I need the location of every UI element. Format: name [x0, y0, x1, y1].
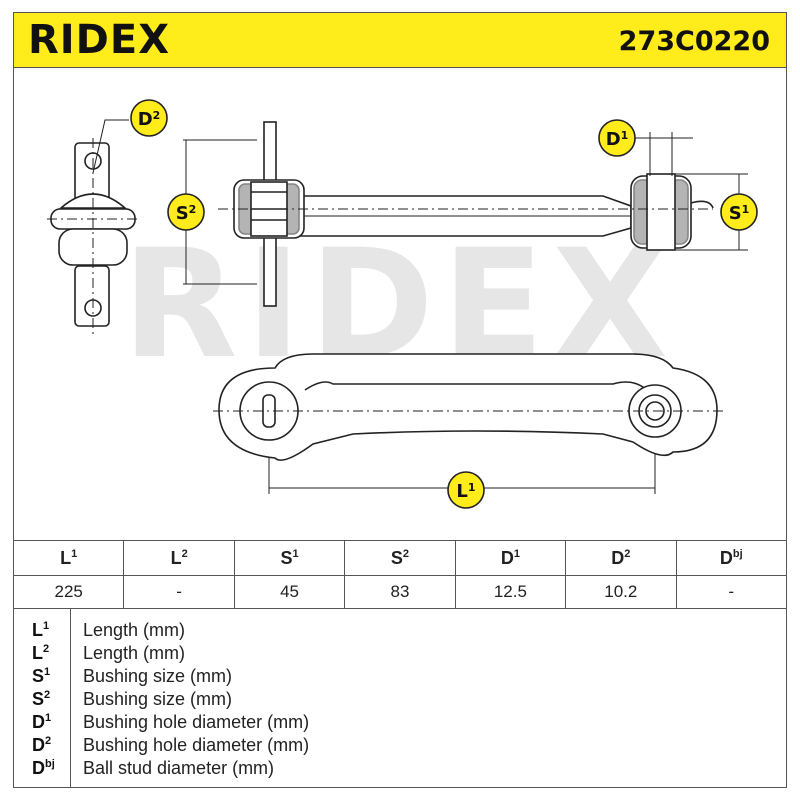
legend-row-l2: L2 Length (mm)	[14, 643, 786, 666]
front-view-arm	[218, 121, 714, 307]
spec-value-d1: 12.5	[454, 575, 567, 609]
legend-description: Bushing hole diameter (mm)	[83, 735, 310, 755]
svg-text:S2: S2	[176, 203, 197, 224]
spec-header-dbj: Dbj	[675, 540, 788, 576]
spec-table-value-row: 225 - 45 83 12.5 10.2 -	[12, 575, 788, 609]
spec-header-s2: S2	[344, 540, 456, 576]
legend-row-dbj: Dbj Ball stud diameter (mm)	[14, 758, 786, 781]
svg-text:L1: L1	[456, 481, 475, 502]
spec-value-s1: 45	[233, 575, 346, 609]
legend-row-l1: L1 Length (mm)	[14, 620, 786, 643]
callout-d1: D1	[598, 119, 636, 157]
legend-description: Bushing size (mm)	[83, 689, 233, 709]
spec-value-l2: -	[123, 575, 235, 609]
legend-symbol: L2	[32, 643, 50, 663]
spec-value-l1: 225	[12, 575, 125, 609]
spec-table-header-row: L1 L2 S1 S2 D1 D2 Dbj	[12, 540, 788, 576]
legend-symbol: L1	[32, 620, 50, 640]
legend-divider	[70, 609, 71, 787]
callout-l1: L1	[447, 471, 485, 509]
legend-row-s2: S2 Bushing size (mm)	[14, 689, 786, 712]
spec-value-d2: 10.2	[565, 575, 677, 609]
spec-value-dbj: -	[675, 575, 788, 609]
spec-header-s1: S1	[233, 540, 346, 576]
callout-s1: S1	[720, 193, 758, 231]
spec-header-l1: L1	[12, 540, 125, 576]
technical-drawing: RIDEX	[47, 99, 758, 509]
brand-logo: RIDEX	[28, 17, 171, 63]
svg-text:D1: D1	[606, 129, 629, 150]
legend-row-d2: D2 Bushing hole diameter (mm)	[14, 735, 786, 758]
spec-header-l2: L2	[123, 540, 235, 576]
legend-symbol: S2	[32, 689, 51, 709]
callout-d2: D2	[130, 99, 168, 137]
legend-panel: L1 Length (mm) L2 Length (mm) S1 Bushing…	[13, 608, 787, 788]
spec-header-d2: D2	[565, 540, 677, 576]
legend-description: Bushing size (mm)	[83, 666, 233, 686]
legend-row-d1: D1 Bushing hole diameter (mm)	[14, 712, 786, 735]
legend-description: Length (mm)	[83, 643, 186, 663]
spec-header-d1: D1	[454, 540, 567, 576]
legend-row-s1: S1 Bushing size (mm)	[14, 666, 786, 689]
header-bar: RIDEX 273C0220	[13, 12, 787, 68]
top-view-arm	[213, 353, 725, 461]
spec-value-s2: 83	[344, 575, 456, 609]
legend-symbol: D2	[32, 735, 52, 755]
legend-description: Length (mm)	[83, 620, 186, 640]
part-number: 273C0220	[618, 26, 770, 57]
legend-symbol: D1	[32, 712, 52, 732]
svg-text:D2: D2	[138, 109, 161, 130]
legend-symbol: Dbj	[32, 758, 55, 778]
legend-symbol: S1	[32, 666, 51, 686]
spec-table: L1 L2 S1 S2 D1 D2 Dbj 225 - 45 83 12.5 1…	[12, 540, 788, 609]
legend-description: Ball stud diameter (mm)	[83, 758, 275, 778]
legend-description: Bushing hole diameter (mm)	[83, 712, 310, 732]
callout-s2: S2	[167, 193, 205, 231]
side-view-bushing	[47, 138, 139, 336]
svg-text:S1: S1	[729, 203, 750, 224]
